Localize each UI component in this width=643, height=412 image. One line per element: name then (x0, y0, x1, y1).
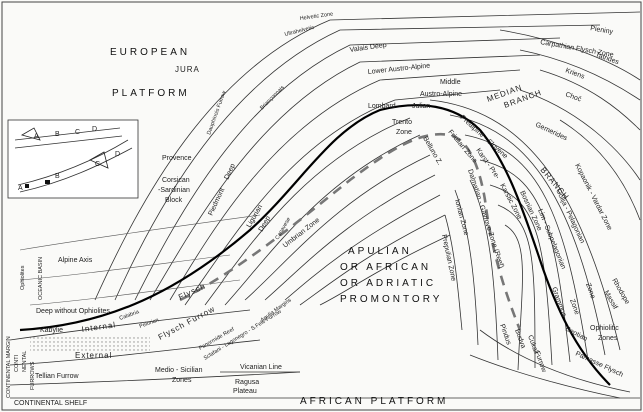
lower-austro-label: Lower Austro-Alpine (367, 62, 430, 76)
internal-label: Internal (81, 320, 117, 334)
ligurian-deep-label: Deep (258, 215, 272, 233)
ophiolitic-label-2: Zones (598, 335, 618, 342)
inset-diagram: A B C D A B C D (7, 119, 139, 199)
deep-without-label: Deep without Ophiolites (36, 308, 110, 315)
kabylie-label: Kabylie (40, 327, 63, 334)
calabria-label: Calabria (119, 309, 141, 322)
apulian-label-1: APULIAN (348, 246, 412, 257)
ophiolites-label: Ophiolites (20, 265, 26, 290)
ocean-legend: OCEANIC BASIN (38, 257, 44, 300)
vicanian-label: Vicanian Line (240, 364, 282, 371)
stippled-zone (30, 335, 150, 351)
zone-label-2: Zone (568, 298, 580, 315)
inset-label-a: A (34, 133, 39, 140)
flysch-furrow-label: Flysch Furrow (157, 304, 217, 342)
inset-label-d: D (92, 126, 97, 133)
inset-label-b2: B (55, 173, 60, 180)
medio-label-2: Zones (172, 377, 192, 384)
main-suture-line (19, 104, 611, 386)
dalmatian-label: Dalmatian - Gavrovo Zone (Reef) (466, 168, 505, 269)
tellian-label: Tellian Furrow (35, 373, 80, 380)
external-label: External (75, 351, 112, 360)
trento-zone-label: Zone (396, 129, 412, 136)
briancon-label: Briançonnais (259, 85, 286, 112)
valais-label: Valais Deep (349, 42, 387, 54)
inset-label-b: B (55, 131, 60, 138)
gemerides-label: Gemerides (534, 121, 568, 142)
deep-label: Deep (223, 163, 236, 181)
middle-label: Middle (440, 79, 461, 86)
zone-lines (9, 11, 641, 399)
choc-label: Choč (564, 91, 582, 103)
ragusa-label-1: Ragusa (235, 379, 259, 386)
inset-label-a2: A (18, 185, 23, 192)
pelorian-label: Pelorian (139, 317, 160, 330)
belluno-label: Belluno Z. (421, 136, 443, 167)
inset-label-d2: D (115, 151, 120, 158)
furrows-legend: FURROWS (30, 361, 36, 390)
continental-shelf-label: CONTINENTAL SHELF (14, 400, 87, 407)
dashed-boundary (179, 132, 522, 331)
middle-austro-label: Austro-Alpine (420, 91, 462, 98)
pieniny-label: Pieniny (590, 25, 614, 36)
alpine-axis-label: Alpine Axis (58, 257, 93, 264)
ophiolitic-label-1: Ophiolitic (590, 325, 619, 332)
inset-label-c2: C (95, 161, 100, 168)
rhodope-label-2: Massif (602, 290, 618, 311)
african-label: AFRICAN PLATFORM (300, 396, 448, 407)
provence-label: Provence (162, 155, 192, 162)
apulian-label-2: OR AFRICAN (340, 262, 431, 273)
pindus-label: Pindus (498, 323, 512, 346)
jura-label: JURA (175, 65, 200, 74)
zone-label-1: Zone (584, 282, 596, 299)
corsican-label-3: Block (165, 197, 183, 204)
platform-label: PLATFORM (112, 88, 190, 99)
inset-label-c: C (75, 129, 80, 136)
conti-legend: CONTI (14, 354, 20, 372)
medio-label-1: Medio - Sicilian (155, 367, 203, 374)
ionian-label: Ionian Zone (453, 199, 469, 237)
trento-label: Trento (392, 119, 412, 126)
kopaonik-label: Kopaonik - Vardar Zone (573, 163, 613, 232)
ultrahelvetic-label: Ultrahelvetic (284, 25, 315, 38)
ragusa-label-2: Plateau (233, 388, 257, 395)
european-label: EUROPEAN (110, 47, 190, 58)
nental-legend: NENTAL (22, 351, 28, 372)
flysch-label: Flysch (177, 281, 207, 301)
helvetic-label: Helvetic Zone (299, 11, 333, 22)
budva-label: Budva (513, 328, 526, 349)
apulia-margins-label: Apulia Margins (260, 297, 293, 323)
apulian-label-3: OR ADRIATIC (340, 278, 436, 289)
grammos-label: Grammos (550, 286, 567, 318)
corsican-label-1: Corsican (162, 177, 190, 184)
margin-legend: CONTINENTAL MARGIN (6, 336, 12, 398)
lombard-label: Lombard (368, 103, 396, 110)
julian-label: Julian (412, 103, 430, 110)
corsican-label-2: -Sardinian (158, 187, 190, 194)
friulian-label: Friulian Zone (446, 129, 478, 165)
apulian-label-4: PROMONTORY (340, 294, 442, 305)
